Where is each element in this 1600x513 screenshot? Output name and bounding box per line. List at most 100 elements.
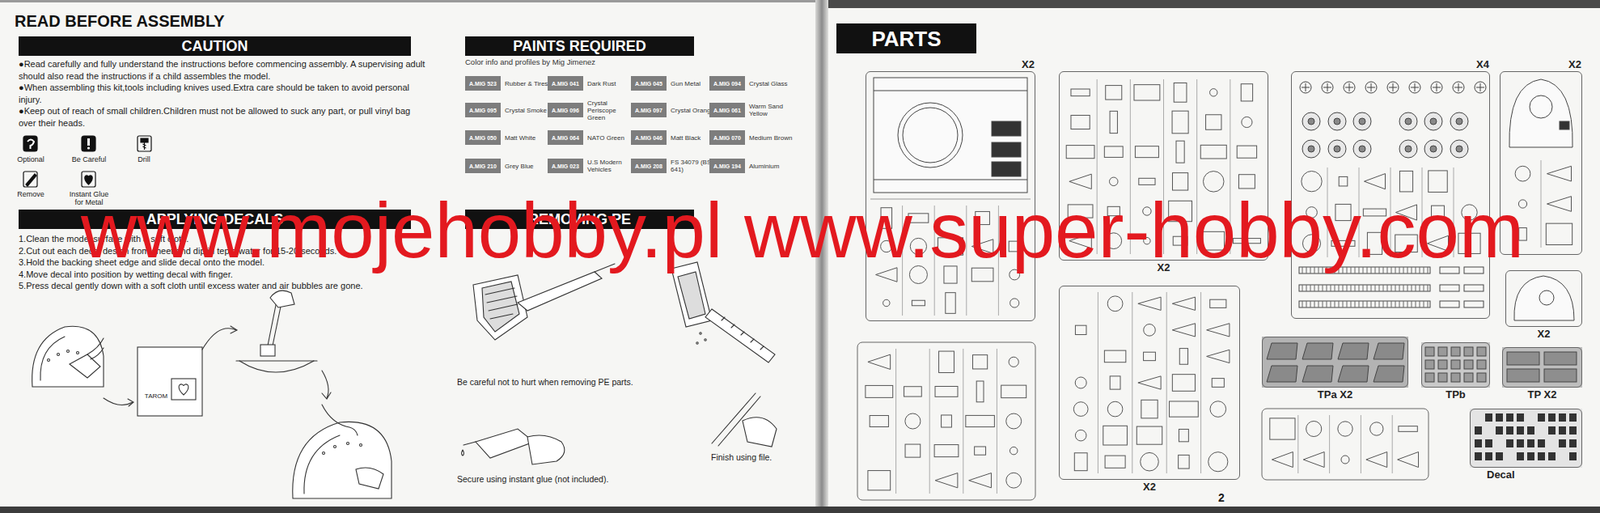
decal-marks	[1569, 452, 1577, 461]
watermark: www.mojehobby.pl www.super-hobby.com	[80, 191, 1586, 270]
wheel-parts	[1430, 145, 1437, 153]
wheel-parts	[1464, 284, 1484, 292]
sprue-parts	[1172, 374, 1195, 392]
paint-code: A.MIG 061	[713, 106, 741, 115]
wheel-parts	[1306, 300, 1308, 308]
icon-label: Optional	[6, 155, 56, 164]
turret-part	[1514, 275, 1575, 321]
wheel-parts	[1450, 112, 1469, 131]
paint-code: A.MIG 023	[551, 162, 580, 170]
decal-sketch	[322, 452, 326, 455]
sprue-parts	[1206, 349, 1230, 363]
decal-sketch	[69, 354, 101, 378]
caution-icons	[137, 135, 152, 152]
pe-parts	[1464, 347, 1474, 356]
sprue-parts	[1073, 402, 1088, 417]
sprue-parts	[1236, 145, 1257, 158]
wheel-parts	[1365, 81, 1377, 94]
decal-marks	[1506, 413, 1514, 422]
section-band: PARTS	[836, 23, 977, 54]
pe-parts	[1337, 365, 1369, 382]
sprue-parts	[1178, 454, 1190, 469]
wheel-parts	[1302, 300, 1304, 308]
wheel-parts	[1302, 139, 1321, 158]
wheel-parts	[1379, 300, 1380, 308]
sprue-count: Decal	[1486, 469, 1516, 481]
sprue-parts	[1178, 428, 1189, 441]
sprue-parts	[1366, 452, 1388, 468]
paint-name: Crystal Periscope Green	[587, 99, 635, 122]
paint-name: U.S Modern Vehicles	[587, 158, 635, 174]
sprue-parts	[1303, 452, 1325, 468]
decal-marks	[1558, 439, 1567, 448]
sprue-parts	[1202, 171, 1224, 193]
wheel-parts	[1323, 83, 1332, 92]
sprue-parts	[1109, 376, 1121, 390]
pe-sketch	[485, 287, 518, 319]
wheel-parts	[1415, 284, 1417, 292]
decal-marks	[1548, 452, 1556, 461]
paint-name: NATO Green	[587, 134, 635, 142]
caution-note: ●Keep out of reach of small children.Chi…	[18, 105, 428, 129]
sprue-parts	[867, 470, 891, 491]
wheel-parts	[1301, 83, 1310, 92]
pe-sketch	[517, 271, 602, 311]
caution-icons	[140, 138, 149, 143]
paint-name: Medium Brown	[749, 134, 796, 142]
sprue-parts	[1269, 414, 1419, 474]
wheel-parts	[1338, 284, 1340, 292]
sprue-parts	[1074, 452, 1088, 471]
sprue-parts	[1172, 110, 1189, 134]
pe-caption: Secure using instant glue (not included)…	[457, 474, 724, 485]
pe-sketch	[473, 275, 528, 340]
wheel-parts	[1371, 284, 1372, 292]
wheel-parts	[1423, 284, 1425, 292]
sprue-parts	[1547, 196, 1572, 212]
decal-sketch	[40, 336, 65, 381]
paint-code: A.MIG 096	[551, 106, 580, 115]
wheel-parts	[1427, 284, 1429, 292]
paint-code: A.MIG 095	[469, 106, 497, 115]
paint-name: Warm Sand Yellow	[749, 102, 796, 118]
wheel-parts	[1334, 284, 1336, 292]
sprue-parts	[1271, 452, 1293, 468]
wheel-parts	[1419, 284, 1421, 292]
paint-code: A.MIG 064	[551, 134, 580, 142]
pe-parts	[1477, 359, 1486, 369]
sprue-parts	[974, 446, 987, 455]
sprue-parts	[965, 414, 995, 427]
decal-marks	[1516, 452, 1524, 461]
sprue-parts	[1001, 385, 1027, 398]
wheel-parts	[1375, 284, 1376, 292]
wheel-parts	[1345, 83, 1354, 92]
sprue-parts	[1515, 165, 1531, 182]
paint-swatch: A.MIG 064NATO Green	[547, 130, 584, 145]
caution-icons	[27, 139, 34, 150]
decal-marks	[1495, 426, 1503, 435]
decal-sheet-text: TAROM	[140, 392, 172, 400]
sprue-parts	[1104, 146, 1123, 157]
sprue-parts	[1166, 292, 1168, 474]
wheel-parts	[1367, 83, 1376, 92]
decal-sketch	[239, 360, 314, 373]
decal-marks	[1516, 413, 1524, 422]
decal-marks	[1527, 439, 1535, 448]
caution-icons	[23, 171, 38, 187]
sprue-parts	[1210, 299, 1227, 308]
sprue-parts	[1131, 292, 1133, 474]
paint-swatch: A.MIG 210Grey Blue	[465, 158, 501, 174]
pe-sketch	[742, 417, 777, 447]
sprue-parts	[1104, 350, 1126, 363]
wheel-parts	[1411, 300, 1413, 308]
pe-parts	[1302, 365, 1334, 382]
wheel-parts	[1334, 300, 1336, 308]
wheel-parts	[1354, 284, 1356, 292]
decal-marks	[1474, 452, 1482, 461]
paint-code: A.MIG 523	[469, 80, 497, 88]
pe-sketch	[677, 271, 706, 319]
wheel-parts	[1432, 83, 1441, 92]
sprue-parts	[1238, 174, 1255, 189]
decal-marks	[1506, 439, 1514, 448]
wheel-parts	[1346, 284, 1348, 292]
pe-fret	[1421, 342, 1490, 388]
